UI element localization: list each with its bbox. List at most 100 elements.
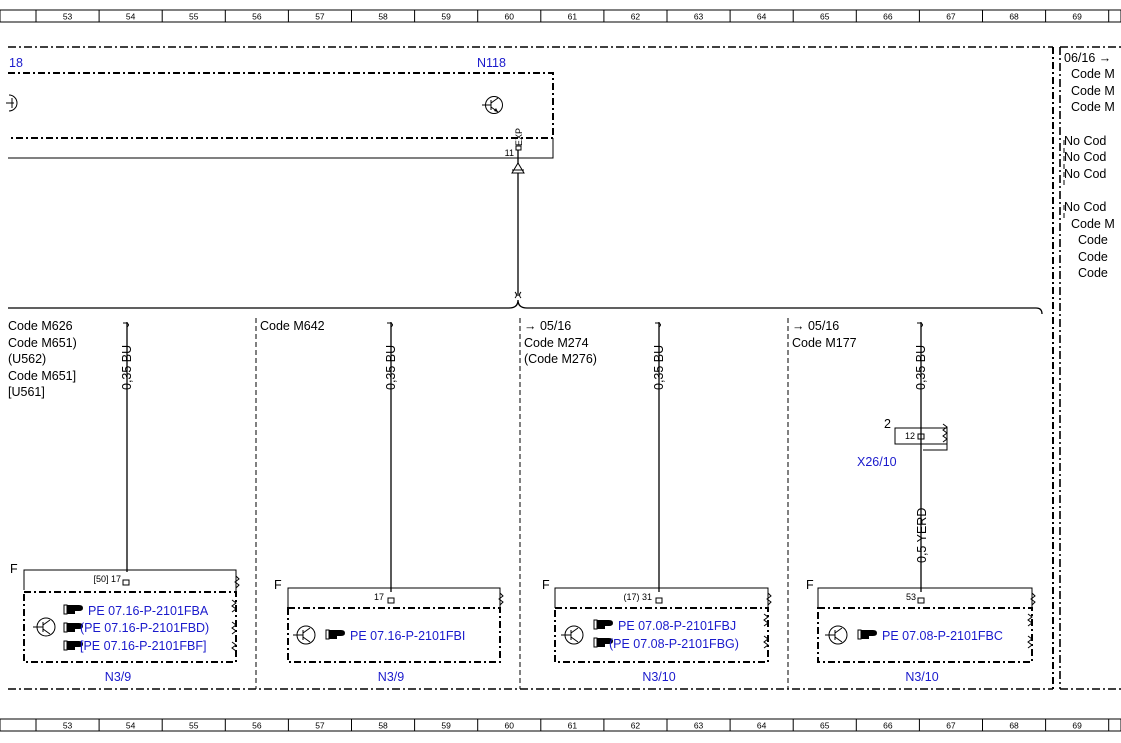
x26-label[interactable]: X26/10 xyxy=(857,455,897,469)
ruler-number: 53 xyxy=(63,721,73,731)
column-3: → 05/16 Code M274 (Code M276) 0,35 BU F … xyxy=(524,319,772,684)
reference-hand-icon xyxy=(63,604,83,615)
transistor-icon xyxy=(825,625,848,645)
col2-wire-end xyxy=(387,322,393,328)
col1-cond-2: (U562) xyxy=(8,352,46,366)
col1-ref-2[interactable]: [PE 07.16-P-2101FBF] xyxy=(80,639,206,653)
column-4: → 05/16 Code M177 0,35 BU 2 12 X26/10 0,… xyxy=(792,319,1036,684)
ruler-number: 69 xyxy=(1072,721,1082,731)
wire-break-icon xyxy=(514,291,522,299)
col4-ref-0[interactable]: PE 07.08-P-2101FBC xyxy=(882,629,1003,643)
col1-wire-end xyxy=(123,322,129,328)
col4-wire2-label: 0,5 YERD xyxy=(915,508,929,563)
ruler-number: 60 xyxy=(505,721,515,731)
reference-hand-icon xyxy=(857,629,877,640)
col3-box xyxy=(554,607,769,663)
ruler-number: 59 xyxy=(441,721,451,731)
partial-transistor-lead xyxy=(6,98,14,108)
col2-box xyxy=(287,607,501,663)
ruler-number: 57 xyxy=(315,721,325,731)
ruler-number: 68 xyxy=(1009,12,1019,22)
col4-zigzag xyxy=(1030,592,1036,606)
col3-wire-end xyxy=(655,322,661,328)
module-n118: 18 N118 11 EXP xyxy=(6,56,554,159)
col1-wire-label: 0,35 BU xyxy=(120,345,134,390)
reference-hand-icon xyxy=(593,619,613,630)
panel-line-0: 06/16 → xyxy=(1064,51,1111,65)
col2-zigzag xyxy=(498,592,504,606)
col3-ref-0[interactable]: PE 07.08-P-2101FBJ xyxy=(618,619,736,633)
reference-hand-icon xyxy=(325,629,345,640)
col3-pin-marker xyxy=(655,597,663,604)
n118-outer xyxy=(8,138,554,159)
col4-pin-marker xyxy=(917,597,925,604)
panel-line-7: No Cod xyxy=(1064,200,1106,214)
reference-hand-icon xyxy=(63,622,83,633)
reference-hand-icon xyxy=(63,640,83,651)
col3-module[interactable]: N3/10 xyxy=(642,670,675,684)
col2-module[interactable]: N3/9 xyxy=(378,670,404,684)
col1-box-zigzag xyxy=(231,599,237,652)
col1-box xyxy=(23,591,237,663)
col1-ref-0[interactable]: PE 07.16-P-2101FBA xyxy=(88,604,209,618)
ruler-number: 53 xyxy=(63,12,73,22)
col1-ref-1[interactable]: (PE 07.16-P-2101FBD) xyxy=(80,621,209,635)
partial-transistor-icon xyxy=(8,94,18,112)
n118-pin-tag: EXP xyxy=(514,128,524,146)
col2-ref-0[interactable]: PE 07.16-P-2101FBI xyxy=(350,629,465,643)
col1-cond-4: [U561] xyxy=(8,385,45,399)
col3-cond-1: Code M274 xyxy=(524,336,589,350)
ruler-number: 61 xyxy=(568,721,578,731)
column-2: Code M642 0,35 BU F 17 PE 07.16-P-2101FB… xyxy=(260,319,504,684)
ruler-number: 63 xyxy=(694,721,704,731)
resistor-icon xyxy=(942,423,948,443)
col4-box xyxy=(817,607,1033,663)
col2-cond-0: Code M642 xyxy=(260,319,325,333)
panel-line-1: Code M xyxy=(1071,67,1115,81)
transistor-icon xyxy=(561,625,584,645)
col4-module[interactable]: N3/10 xyxy=(905,670,938,684)
ruler-number: 66 xyxy=(883,721,893,731)
ruler-number: 56 xyxy=(252,12,262,22)
panel-line-6: No Cod xyxy=(1064,167,1106,181)
col2-frame-f: F xyxy=(274,578,282,592)
ruler-number: 62 xyxy=(631,12,641,22)
col3-ref-1[interactable]: (PE 07.08-P-2101FBG) xyxy=(609,637,739,651)
col3-zigzag xyxy=(766,592,772,606)
ruler-number: 64 xyxy=(757,12,767,22)
col4-outer xyxy=(817,587,1033,608)
col4-pin: 53 xyxy=(906,592,916,602)
col4-wire-label: 0,35 BU xyxy=(914,345,928,390)
ruler-number: 55 xyxy=(189,721,199,731)
panel-line-2: Code M xyxy=(1071,84,1115,98)
arrow-marker-icon xyxy=(511,162,525,174)
panel-line-10: Code xyxy=(1078,250,1108,264)
col1-cond-0: Code M626 xyxy=(8,319,73,333)
panel-line-5: No Cod xyxy=(1064,150,1106,164)
ruler-number: 63 xyxy=(694,12,704,22)
ruler-number: 62 xyxy=(631,721,641,731)
col4-cond-0: → 05/16 xyxy=(792,319,839,333)
col1-frame-f: F xyxy=(10,562,18,576)
transistor-icon xyxy=(482,96,503,114)
ruler-number: 56 xyxy=(252,721,262,731)
panel-line-11: Code xyxy=(1078,266,1108,280)
n118-pin: 11 xyxy=(505,148,514,158)
col1-cond-1: Code M651) xyxy=(8,336,77,350)
n118-label: N118 xyxy=(477,56,506,70)
col4-frame-f: F xyxy=(806,578,814,592)
right-panel: 06/16 → Code M Code M Code M No Cod No C… xyxy=(1063,51,1115,280)
left-module-label: 18 xyxy=(9,56,23,70)
col3-pin: (17) 31 xyxy=(623,592,652,602)
ruler-number: 58 xyxy=(378,721,388,731)
col1-module[interactable]: N3/9 xyxy=(105,670,131,684)
ruler-number: 65 xyxy=(820,721,830,731)
ruler-number: 65 xyxy=(820,12,830,22)
col2-pin-marker xyxy=(387,597,395,604)
bus-bracket xyxy=(8,299,1043,315)
ruler-number: 57 xyxy=(315,12,325,22)
col3-cond-0: → 05/16 xyxy=(524,319,571,333)
col2-pin: 17 xyxy=(374,592,384,602)
ruler-number: 60 xyxy=(505,12,515,22)
